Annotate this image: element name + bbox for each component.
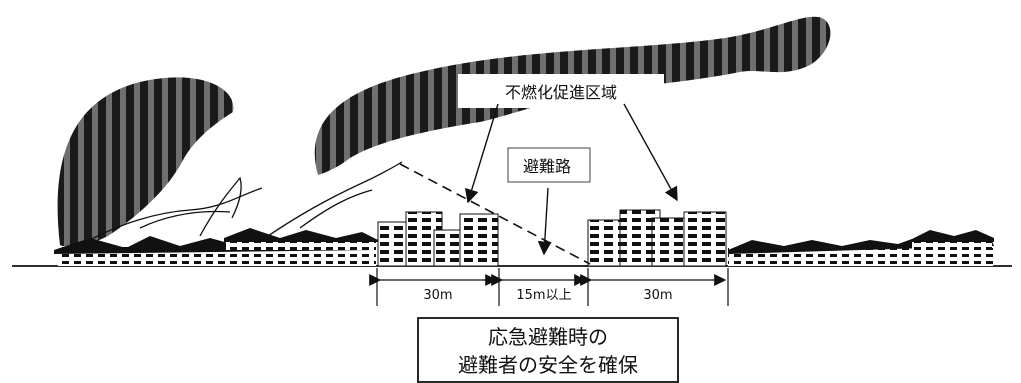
dimension-right-label: 30m: [643, 288, 672, 303]
fireproof-zone-arrow-right: [623, 103, 678, 202]
dimension-lines: [369, 268, 729, 306]
dimension-road-label: 15m以上: [516, 288, 571, 303]
houses-left: [54, 228, 378, 266]
houses-right: [728, 230, 994, 266]
summary-line-2: 避難者の安全を確保: [458, 353, 638, 377]
fireproof-zone-arrow-left: [464, 103, 499, 204]
summary-line-1: 応急避難時の: [488, 325, 608, 349]
smoke-plume-left: [57, 77, 234, 248]
dimension-left-label: 30m: [423, 288, 452, 303]
fire-spread-dashed-line: [399, 163, 591, 265]
evacuation-route-label: 避難路: [523, 157, 571, 176]
fireproof-buildings-left: [377, 211, 499, 267]
evacuation-route-callout-box: [507, 147, 591, 183]
fireproof-zone-callout-box: [458, 74, 664, 108]
evacuation-route-arrow: [537, 187, 552, 256]
summary-box: [417, 317, 679, 383]
fireproof-buildings-right: [587, 209, 727, 267]
flame-lines: [74, 161, 403, 249]
fireproof-zone-label: 不燃化促進区域: [505, 83, 617, 102]
